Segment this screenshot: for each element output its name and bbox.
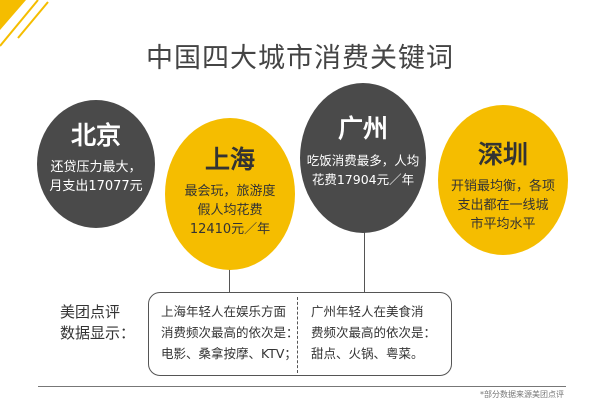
city-desc: 吃饭消费最多，人均 花费17904元／年 [306, 153, 420, 187]
meituan-label: 美团点评 数据显示： [60, 303, 136, 342]
city-name: 深圳 [477, 140, 528, 169]
city-desc: 最会玩，旅游度 假人均花费 12410元／年 [184, 184, 276, 237]
footer-rule [38, 386, 566, 387]
city-desc: 还贷压力最大， 月支出17077元 [49, 160, 143, 194]
source-note: *部分数据来源美团点评 [480, 390, 564, 399]
corner-decoration [0, 0, 49, 47]
meituan-data-box: 上海年轻人在娱乐方面 消费频次最高的依次是： 电影、桑拿按摩、KTV； 广州年轻… [148, 292, 452, 376]
city-circle-guangzhou: 广州 吃饭消费最多，人均 花费17904元／年 [300, 83, 426, 233]
city-desc: 开销最均衡，各项 支出都在一线城 市平均水平 [450, 179, 555, 232]
dashed-divider [297, 297, 298, 373]
city-circle-beijing: 北京 还贷压力最大， 月支出17077元 [37, 100, 155, 228]
guangzhou-food-text: 广州年轻人在美食消 费频次最高的依次是： 甜点、火锅、粤菜。 [311, 304, 437, 361]
connector-line [229, 260, 230, 292]
connector-line [364, 225, 365, 292]
city-circle-shanghai: 上海 最会玩，旅游度 假人均花费 12410元／年 [165, 118, 295, 270]
city-circle-shenzhen: 深圳 开销最均衡，各项 支出都在一线城 市平均水平 [438, 105, 568, 255]
city-name: 上海 [204, 145, 255, 174]
page-title: 中国四大城市消费关键词 [146, 43, 454, 74]
shanghai-entertainment-text: 上海年轻人在娱乐方面 消费频次最高的依次是： 电影、桑拿按摩、KTV； [161, 304, 299, 361]
city-name: 北京 [70, 121, 121, 150]
city-name: 广州 [337, 114, 388, 143]
